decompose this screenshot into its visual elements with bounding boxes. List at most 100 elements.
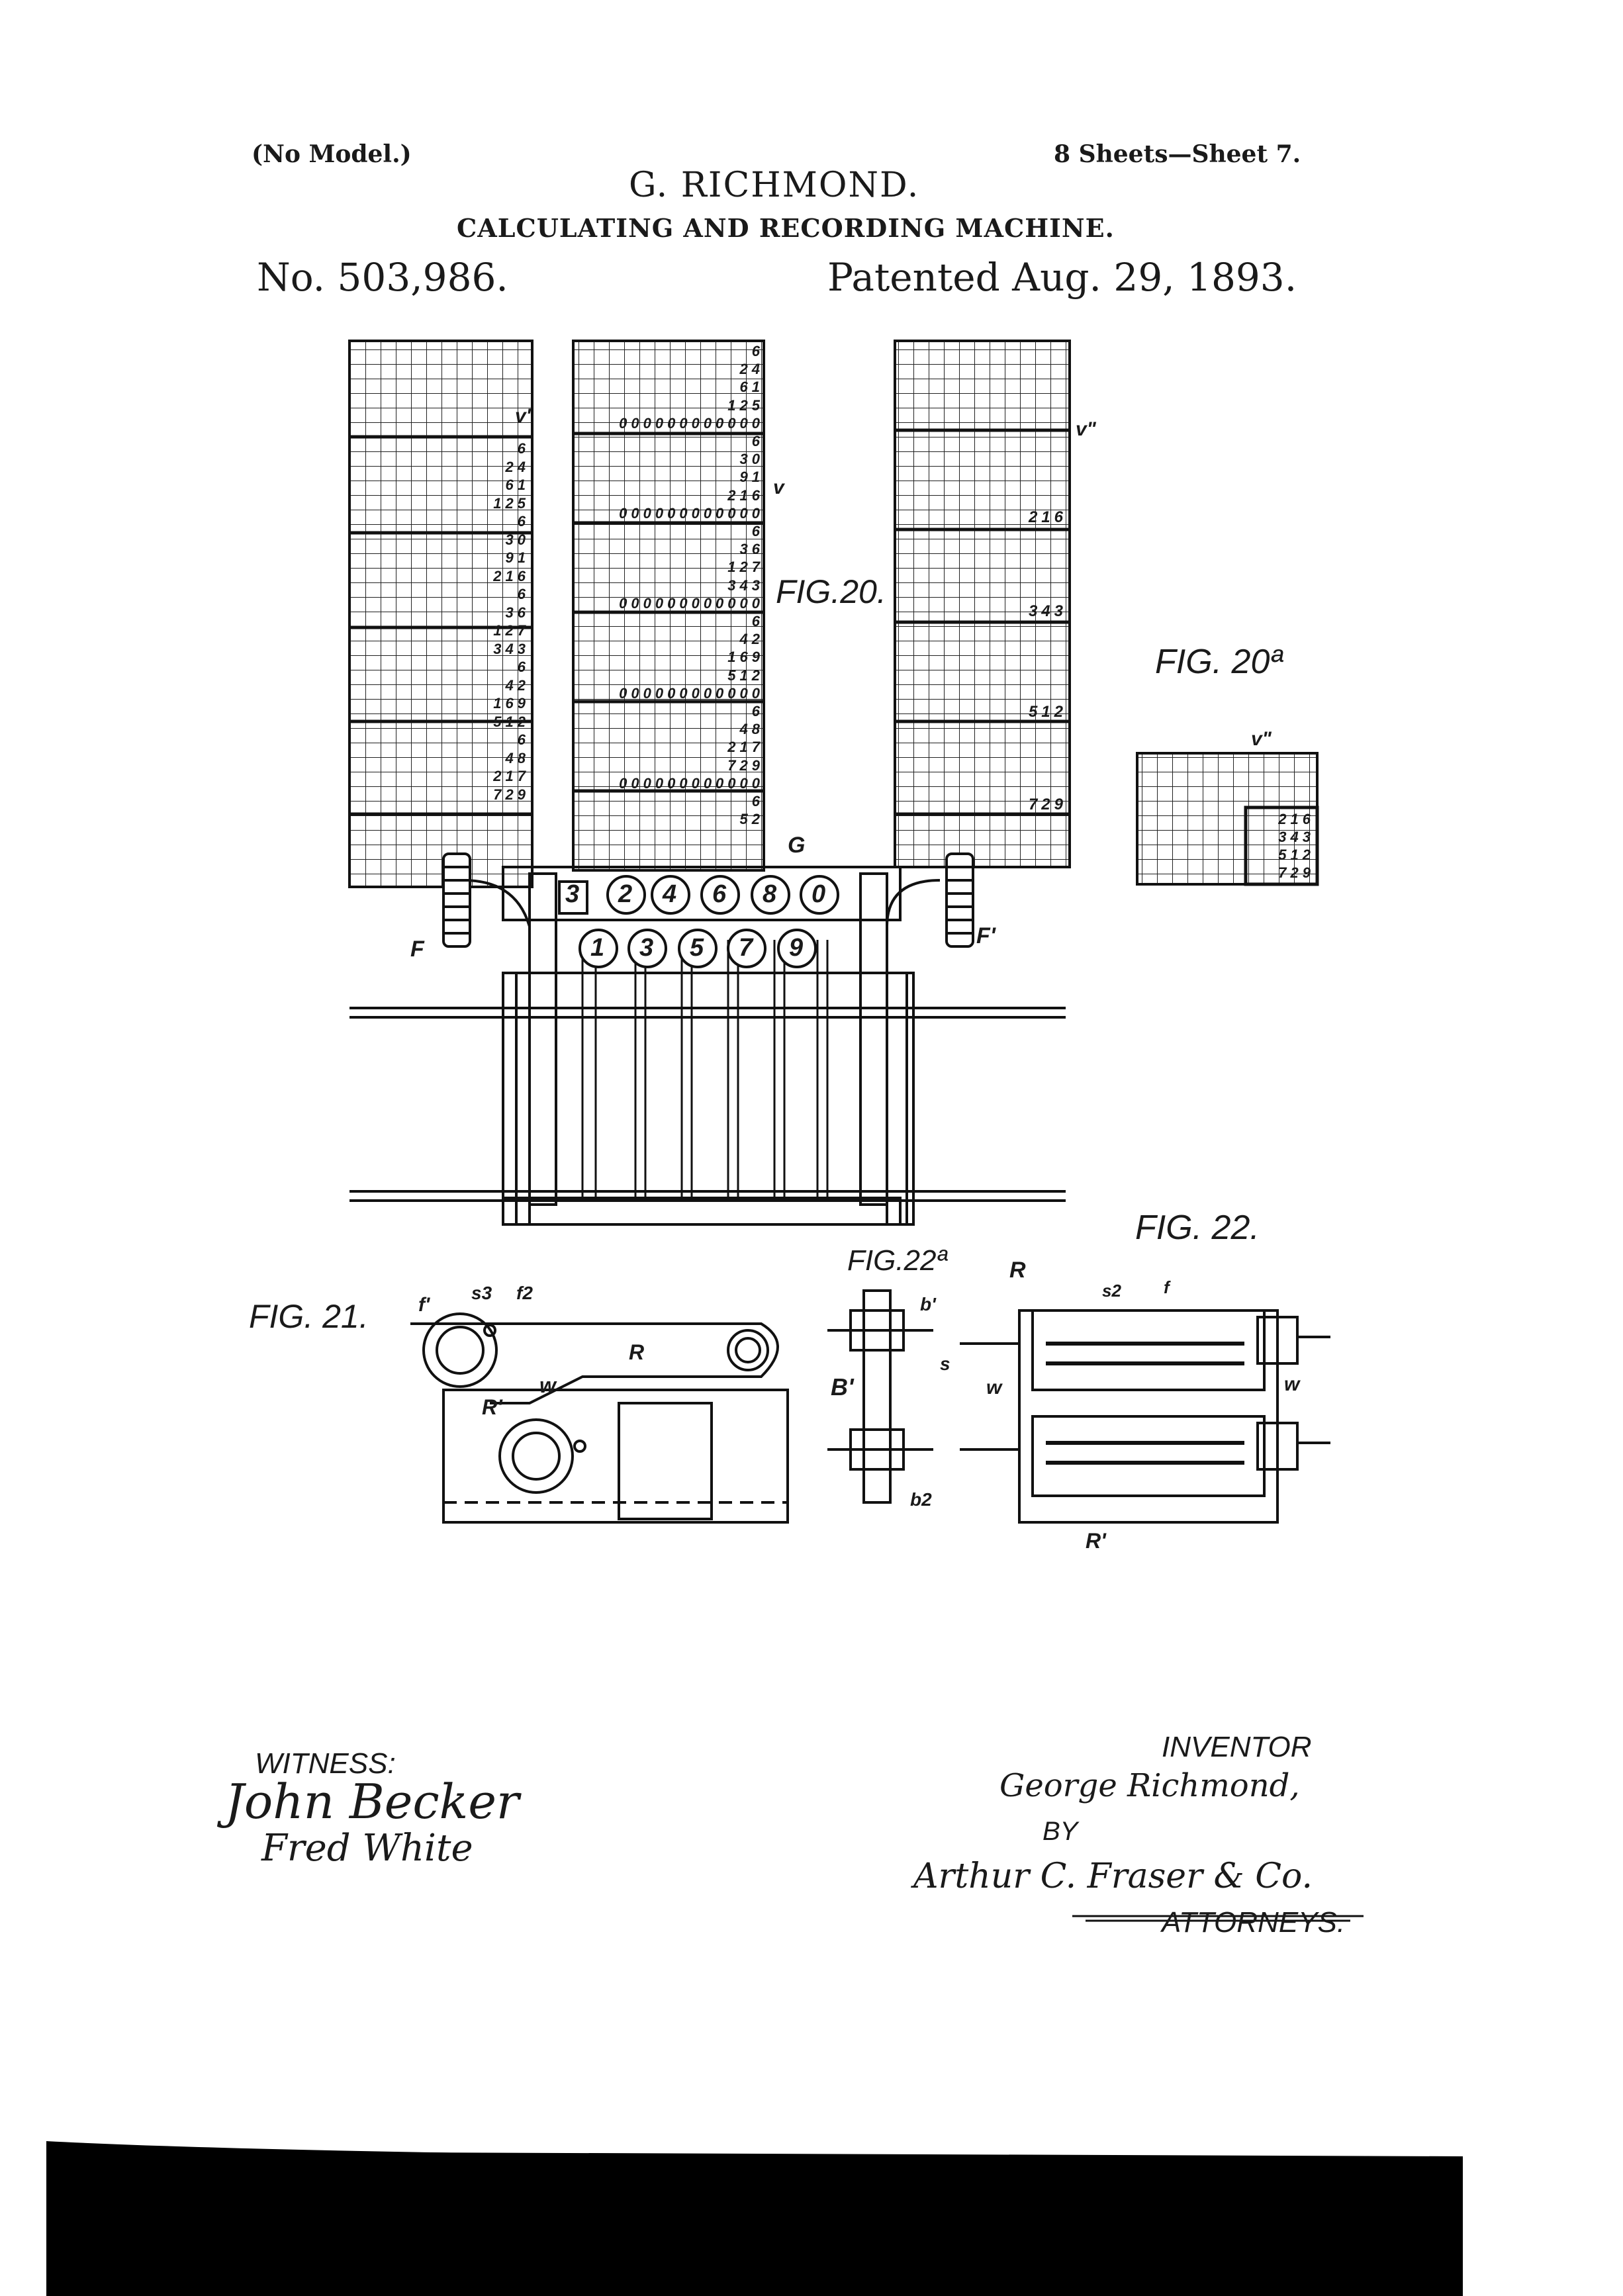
ref-letter: F bbox=[410, 937, 424, 962]
grid-number: 216 bbox=[727, 486, 764, 504]
left-record-strip bbox=[348, 340, 533, 888]
key-numeral: 5 bbox=[690, 934, 704, 962]
grid-number: 24 bbox=[505, 458, 530, 475]
machine-frame bbox=[349, 866, 1066, 1226]
ref-letter: s3 bbox=[471, 1283, 492, 1303]
ref-letter: w bbox=[986, 1377, 1002, 1399]
witness-signature-1: John Becker bbox=[225, 1774, 520, 1829]
grid-number: 42 bbox=[739, 631, 764, 648]
key-numeral: 3 bbox=[565, 880, 580, 908]
grid-number: 127 bbox=[727, 559, 764, 576]
grid-number: 512 bbox=[727, 666, 764, 684]
grid-number: 6 bbox=[751, 793, 764, 809]
ref-letter: v bbox=[773, 477, 784, 498]
grid-number: 6 bbox=[751, 613, 764, 629]
fig22-drawing bbox=[960, 1309, 1330, 1524]
grid-number: 216 bbox=[1278, 811, 1315, 827]
grid-number: 512 bbox=[1278, 847, 1315, 863]
ref-letter: f2 bbox=[516, 1283, 533, 1303]
grid-number: 36 bbox=[739, 541, 764, 558]
grid-number: 000000000000 bbox=[619, 684, 764, 702]
grid-number: 6 bbox=[751, 523, 764, 539]
grid-number: 61 bbox=[505, 477, 530, 493]
inventor-name-heading: G. RICHMOND. bbox=[629, 165, 920, 205]
grid-number: 729 bbox=[727, 757, 764, 774]
ref-letter: F' bbox=[976, 923, 996, 948]
ref-letter: b2 bbox=[910, 1489, 932, 1510]
gear-icon bbox=[442, 852, 974, 948]
inventor-signature: George Richmond, bbox=[999, 1767, 1300, 1804]
key-numeral: 1 bbox=[590, 934, 605, 962]
fig20a-grid bbox=[1136, 752, 1319, 886]
fig21-label: FIG. 21. bbox=[249, 1298, 369, 1335]
patent-date: Patented Aug. 29, 1893. bbox=[827, 255, 1297, 300]
key-numeral: 3 bbox=[639, 934, 654, 962]
key-numeral: 7 bbox=[739, 934, 753, 962]
grid-number: 127 bbox=[493, 622, 530, 639]
inventor-label: INVENTOR bbox=[1162, 1731, 1312, 1763]
fig20-label: FIG.20. bbox=[776, 573, 886, 610]
ref-letter: G bbox=[788, 833, 806, 858]
grid-number: 216 bbox=[1028, 508, 1067, 526]
witness-label: WITNESS: bbox=[255, 1747, 396, 1780]
ref-letter: w bbox=[539, 1373, 556, 1397]
witness-signature-2: Fred White bbox=[261, 1827, 473, 1870]
grid-number: 6 bbox=[517, 659, 530, 675]
grid-number: 30 bbox=[505, 531, 530, 548]
ref-letter: f bbox=[1164, 1277, 1170, 1297]
grid-number: 48 bbox=[505, 749, 530, 766]
fig22a-label: FIG.22ª bbox=[847, 1244, 947, 1277]
ref-letter: R bbox=[629, 1340, 645, 1364]
ref-letter: v" bbox=[1076, 418, 1096, 440]
ref-letter: w bbox=[1284, 1373, 1300, 1395]
key-numeral: 4 bbox=[663, 880, 677, 908]
grid-number: 512 bbox=[1028, 703, 1067, 721]
grid-number: 52 bbox=[739, 811, 764, 828]
grid-number: 6 bbox=[517, 513, 530, 529]
grid-number: 000000000000 bbox=[619, 504, 764, 522]
grid-number: 169 bbox=[727, 649, 764, 666]
scan-edge-shadow bbox=[46, 2151, 1463, 2296]
patent-number: No. 503,986. bbox=[257, 255, 508, 300]
grid-number: 125 bbox=[727, 396, 764, 414]
grid-number: 6 bbox=[517, 586, 530, 602]
grid-number: 91 bbox=[505, 549, 530, 566]
grid-number: 217 bbox=[493, 768, 530, 784]
ref-letter: R' bbox=[1086, 1529, 1106, 1553]
sheet-number: 8 Sheets—Sheet 7. bbox=[1054, 140, 1301, 168]
grid-number: 24 bbox=[739, 361, 764, 378]
ref-letter: s2 bbox=[1102, 1281, 1121, 1301]
grid-number: 000000000000 bbox=[619, 594, 764, 612]
grid-number: 729 bbox=[1028, 796, 1067, 813]
key-numeral: 8 bbox=[763, 880, 777, 908]
fig22-label: FIG. 22. bbox=[1135, 1209, 1260, 1247]
fig21-drawing bbox=[410, 1312, 789, 1524]
keyboard-keys bbox=[558, 875, 839, 968]
grid-number: 000000000000 bbox=[619, 414, 764, 432]
ref-letter: v' bbox=[515, 405, 531, 427]
ref-letter: B' bbox=[831, 1373, 854, 1401]
signature-underlines bbox=[1072, 1915, 1364, 1922]
grid-number: 000000000000 bbox=[619, 774, 764, 792]
grid-number: 6 bbox=[751, 433, 764, 449]
fig20a-label: FIG. 20ª bbox=[1155, 643, 1283, 681]
grid-number: 125 bbox=[493, 494, 530, 512]
grid-number: 30 bbox=[739, 451, 764, 468]
middle-record-strip bbox=[572, 340, 765, 872]
grid-number: 216 bbox=[493, 567, 530, 584]
grid-number: 512 bbox=[493, 713, 530, 730]
attorney-signature: Arthur C. Fraser & Co. bbox=[913, 1857, 1313, 1896]
grid-number: 36 bbox=[505, 604, 530, 621]
grid-number: 729 bbox=[1278, 864, 1315, 881]
grid-number: 343 bbox=[727, 576, 764, 594]
scan-edge-shadow-top bbox=[46, 2141, 1463, 2166]
grid-number: 343 bbox=[1028, 602, 1067, 620]
ref-letter: b' bbox=[920, 1294, 936, 1314]
grid-number: 61 bbox=[739, 379, 764, 396]
grid-number: 217 bbox=[727, 739, 764, 756]
grid-number: 343 bbox=[493, 640, 530, 657]
by-label: BY bbox=[1043, 1817, 1078, 1846]
grid-number: 729 bbox=[493, 786, 530, 803]
ref-letter: R' bbox=[482, 1395, 502, 1419]
